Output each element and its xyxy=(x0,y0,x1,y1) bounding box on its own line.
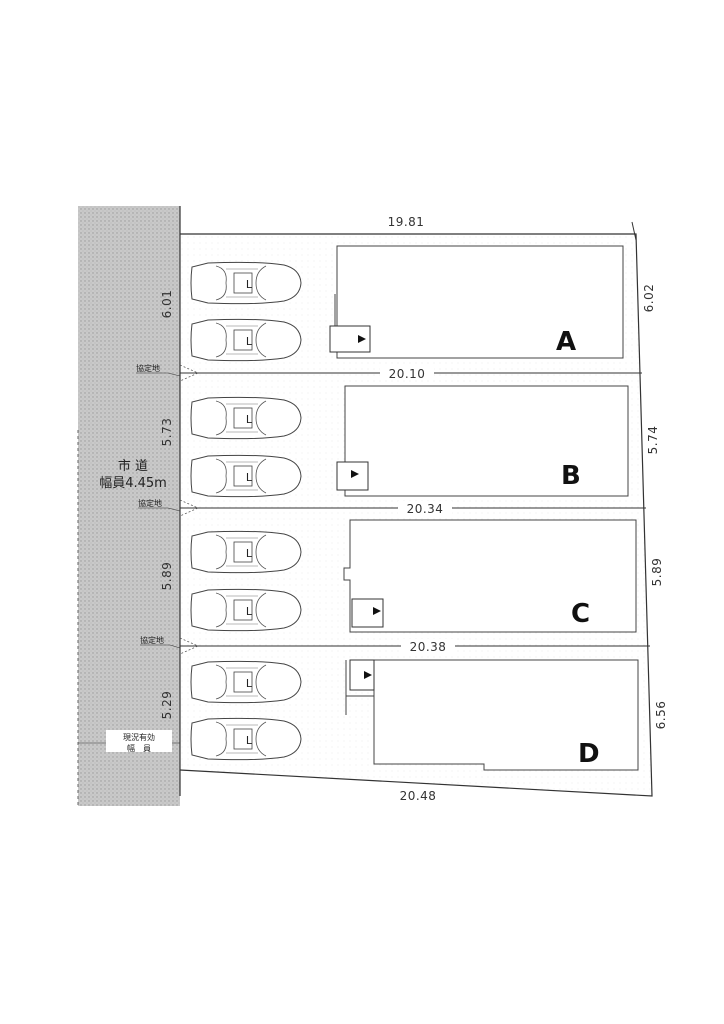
dim-right-d: 6.56 xyxy=(654,701,668,730)
car-label: L xyxy=(246,278,253,291)
dim-left-a: 6.01 xyxy=(160,290,174,319)
corner-tick-tr xyxy=(631,221,637,241)
building-d xyxy=(373,659,639,771)
building-c xyxy=(343,519,637,633)
entrances xyxy=(329,325,384,691)
car-label: L xyxy=(246,734,253,747)
car-label: L xyxy=(246,471,253,484)
car-label: L xyxy=(246,605,253,618)
agreement-labels: 協定地 協定地 協定地 xyxy=(136,363,181,649)
dim-top-d: 20.38 xyxy=(410,640,447,654)
building-a xyxy=(336,245,624,359)
entrance-arrows xyxy=(351,335,381,679)
city-road xyxy=(78,206,180,806)
car-label: L xyxy=(246,547,253,560)
lot-letter-b: B xyxy=(561,461,581,491)
lot-letter-d: D xyxy=(578,739,600,769)
buildings xyxy=(336,245,639,771)
effective-width-label-2: 幅 員 xyxy=(127,743,151,753)
effective-width-label-1: 現況有効 xyxy=(123,732,155,742)
building-b xyxy=(344,385,629,497)
dim-right-c: 5.89 xyxy=(650,558,664,587)
car-labels: L L L L L L L L xyxy=(246,278,253,747)
road-name: 市 道 xyxy=(118,458,148,474)
lot-letter-a: A xyxy=(556,327,576,357)
car-label: L xyxy=(246,677,253,690)
entrance-c xyxy=(351,598,384,628)
car-label: L xyxy=(246,413,253,426)
agreement-corners xyxy=(179,364,199,655)
dim-left-b: 5.73 xyxy=(160,418,174,447)
car-label: L xyxy=(246,335,253,348)
dim-right-a: 6.02 xyxy=(642,284,656,313)
site-boundary xyxy=(179,233,653,797)
dim-right-b: 5.74 xyxy=(646,426,660,455)
road-width: 幅員4.45m xyxy=(99,476,167,491)
agreement-label-3: 協定地 xyxy=(140,635,164,645)
dim-top-b: 20.10 xyxy=(389,367,426,381)
dim-left-c: 5.89 xyxy=(160,562,174,591)
dim-top-a: 19.81 xyxy=(388,215,425,229)
agreement-label-1: 協定地 xyxy=(136,363,160,373)
dim-bottom-d: 20.48 xyxy=(400,789,437,803)
agreement-label-2: 協定地 xyxy=(138,498,162,508)
dim-top-c: 20.34 xyxy=(407,502,444,516)
lot-letter-c: C xyxy=(571,599,590,629)
dim-left-d: 5.29 xyxy=(160,691,174,720)
